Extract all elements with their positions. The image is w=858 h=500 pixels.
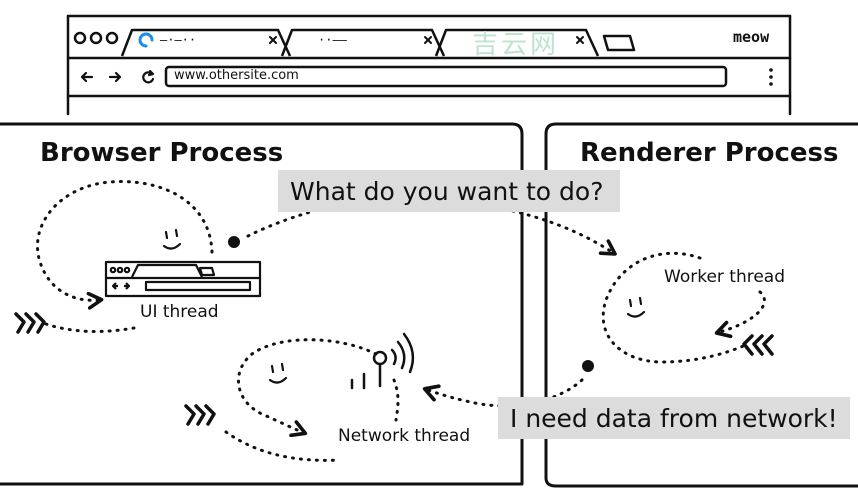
- ui-thread-loop: [36, 180, 214, 310]
- network-thread-loop-tail: [224, 430, 342, 462]
- tab-close-icons: [269, 36, 584, 44]
- ui-thread-label: UI thread: [140, 302, 219, 322]
- request-bubble: I need data from network!: [498, 397, 850, 439]
- browser-brand: meow: [733, 28, 770, 46]
- request-text: I need data from network!: [510, 403, 838, 433]
- browser-tabs: [120, 28, 636, 57]
- worker-thread-face: [626, 296, 646, 318]
- network-thread-loop: [237, 338, 378, 438]
- question-text: What do you want to do?: [290, 176, 604, 206]
- renderer-process-title: Renderer Process: [580, 138, 839, 168]
- question-bubble: What do you want to do?: [278, 170, 620, 212]
- worker-thread-loop: [601, 251, 750, 364]
- browser-process-box: [0, 122, 524, 486]
- worker-thread-label: Worker thread: [664, 267, 786, 287]
- tab-label-1[interactable]: —·—··: [160, 33, 197, 47]
- worker-thread-loop-start: [714, 290, 766, 339]
- worker-chevrons-icon: [742, 334, 774, 356]
- mini-browser-icon: [104, 260, 262, 298]
- tab-label-2[interactable]: ··——: [318, 33, 347, 47]
- ui-chevrons-icon: [14, 312, 46, 334]
- network-thread-face: [268, 362, 288, 384]
- question-arrow: [246, 194, 617, 256]
- network-chevrons-icon: [184, 404, 216, 426]
- network-thread-loop-right: [392, 378, 400, 422]
- ui-thread-loop-tail: [44, 322, 136, 333]
- url-text[interactable]: www.othersite.com: [174, 68, 299, 83]
- address-bar-frame: [164, 65, 728, 88]
- worker-message-origin-dot: [582, 360, 594, 372]
- nav-icons: [80, 69, 155, 84]
- loading-spinner-icon: [138, 32, 154, 48]
- browser-window: [66, 14, 792, 116]
- request-arrow: [422, 378, 584, 408]
- kebab-menu-icon: [769, 68, 773, 86]
- browser-process-title: Browser Process: [40, 138, 284, 168]
- antenna-icon: [350, 332, 415, 390]
- ui-thread-face: [162, 228, 182, 250]
- network-thread-label: Network thread: [338, 426, 471, 446]
- watermark-text: 吉云网: [472, 30, 560, 60]
- window-controls: [73, 31, 119, 45]
- renderer-process-box: [544, 122, 858, 488]
- ui-message-origin-dot: [228, 236, 240, 248]
